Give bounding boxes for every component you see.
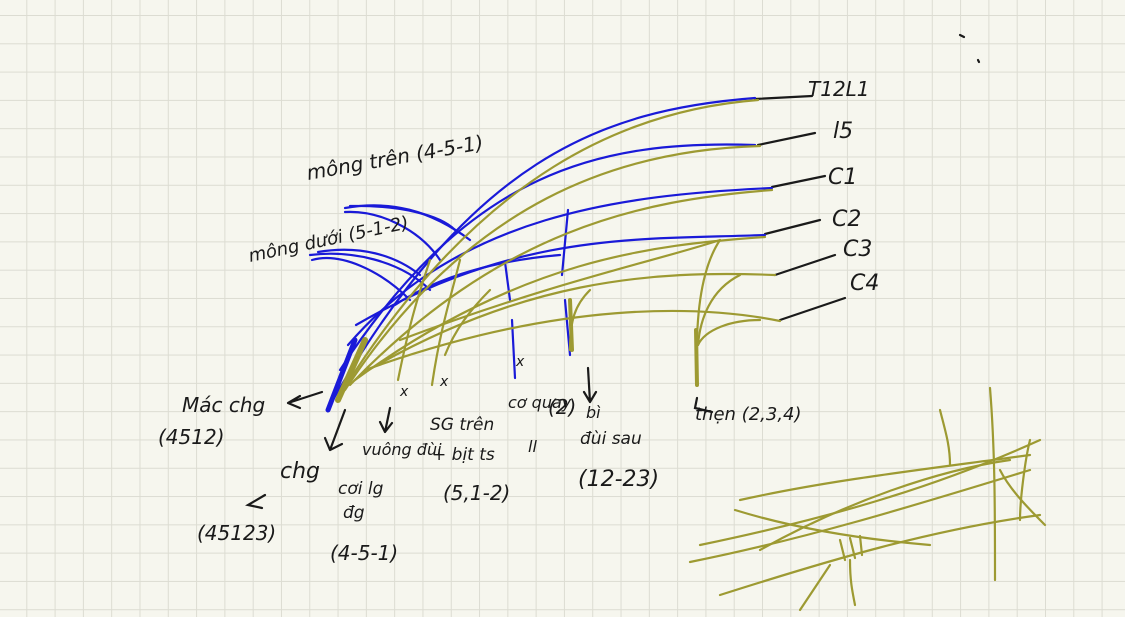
sketch-line <box>938 408 952 467</box>
sketch-line <box>848 558 857 607</box>
label-gemellus-roots: (5,1-2) <box>443 481 510 505</box>
olive-bundle-posterior-femoral <box>568 298 574 352</box>
olive-fibre <box>363 309 782 372</box>
label-c4: C4 <box>850 271 879 296</box>
sketch-hatch <box>838 534 864 562</box>
blue-fibre <box>328 96 757 407</box>
root-stub-l5 <box>756 131 817 147</box>
label-tibial-roots: (45123) <box>197 521 276 545</box>
side-sketch <box>688 386 1047 612</box>
label-piriformis-roots: (2) <box>548 395 576 419</box>
olive-branch-pudendal <box>696 273 742 347</box>
olive-branch <box>430 258 462 387</box>
label-l5: l5 <box>833 119 853 144</box>
label-t12: T12L1 <box>808 77 870 101</box>
label-piriformis: cơ quay <box>508 393 572 412</box>
blue-drop-quad <box>510 318 517 380</box>
bottom-labels: Mác chg (4512) chg (45123) vuông đùi cơi… <box>158 354 802 565</box>
label-posterior-cutaneous-roots: (12-23) <box>578 467 659 492</box>
posterior-division-fibres <box>308 96 774 413</box>
blue-branch-gluteal-inf <box>310 257 412 302</box>
blue-branch-gluteal-sup <box>343 210 442 262</box>
root-stub-c4 <box>778 296 847 322</box>
mark-x: x <box>515 354 525 370</box>
arrow-icon <box>245 493 267 510</box>
arrow-icon <box>693 396 714 414</box>
arrows <box>245 33 981 510</box>
arrow-icon <box>323 408 347 452</box>
olive-fibre <box>338 98 760 397</box>
label-c3: C3 <box>843 237 872 262</box>
root-stub-c3 <box>773 253 837 277</box>
blue-fibre <box>346 186 774 347</box>
root-stub-t12 <box>753 94 814 101</box>
label-common-peroneal: Mác chg <box>182 393 265 417</box>
sketch-line <box>1018 438 1032 522</box>
blue-branch-gluteal-inf <box>316 248 422 277</box>
ink-dot <box>958 33 966 39</box>
blue-branch-gluteal-inf <box>308 252 432 292</box>
blue-bundle-peroneal <box>325 337 358 413</box>
olive-fibre <box>358 272 777 377</box>
label-gemellus: SG trên <box>430 415 494 435</box>
label-gluteal-superior: mông trên (4-5-1) <box>305 130 486 185</box>
top-labels: mông trên (4-5-1) mông dưới (5-1-2) <box>247 130 486 267</box>
mark-x: x <box>399 384 409 400</box>
olive-branch <box>396 258 432 382</box>
olive-fibre <box>348 188 774 387</box>
blue-branch-gluteal-sup <box>348 204 457 232</box>
arrow-icon <box>582 366 598 404</box>
sketch-line <box>798 563 832 612</box>
label-common-peroneal-roots: (4512) <box>158 425 225 449</box>
sketch-line <box>718 513 1042 597</box>
root-stub-c1 <box>770 174 827 189</box>
olive-fibre <box>343 144 762 392</box>
sketch-line <box>688 468 1032 564</box>
label-posterior-cutaneous-sub: đùi sau <box>580 429 642 449</box>
label-piriformis-sub: ll <box>528 437 537 456</box>
label-obturator-internus: cơi lg <box>338 479 384 499</box>
label-gemellus-obturator: + bịt ts <box>432 445 495 465</box>
root-labels: T12L1 l5 C1 C2 C3 C4 <box>808 77 879 296</box>
blue-drop <box>503 260 512 302</box>
olive-branch-pudendal <box>696 318 762 347</box>
label-obturator-internus-sub: đg <box>343 503 365 523</box>
olive-fibre <box>398 238 722 342</box>
sketch-line <box>738 453 1032 502</box>
root-stub-c2 <box>763 218 822 236</box>
anterior-division-fibres <box>335 98 782 403</box>
label-quadratus-femoris: vuông đùi <box>362 440 442 459</box>
label-c2: C2 <box>832 207 861 232</box>
arrow-icon <box>378 406 394 434</box>
sketch-line <box>733 508 932 547</box>
label-pudendal: thẹn (2,3,4) <box>695 404 802 425</box>
label-posterior-cutaneous: bì <box>586 403 601 422</box>
sketch-line <box>758 458 1012 552</box>
olive-bundle-pudendal <box>694 328 699 387</box>
ink-dot <box>976 58 981 64</box>
label-obturator-internus-roots: (4-5-1) <box>330 541 398 565</box>
arrow-icon <box>286 390 324 410</box>
root-stubs <box>753 94 847 322</box>
blue-fibre <box>338 143 757 372</box>
sketch-line <box>698 438 1042 547</box>
olive-branch <box>443 288 492 357</box>
label-tibial: chg <box>280 459 320 484</box>
label-c1: C1 <box>828 165 857 190</box>
mark-x: x <box>439 374 449 390</box>
olive-bundle-tibial <box>335 337 368 403</box>
olive-fibre <box>353 235 767 382</box>
sketch-line <box>988 386 997 582</box>
blue-drop <box>560 208 570 277</box>
